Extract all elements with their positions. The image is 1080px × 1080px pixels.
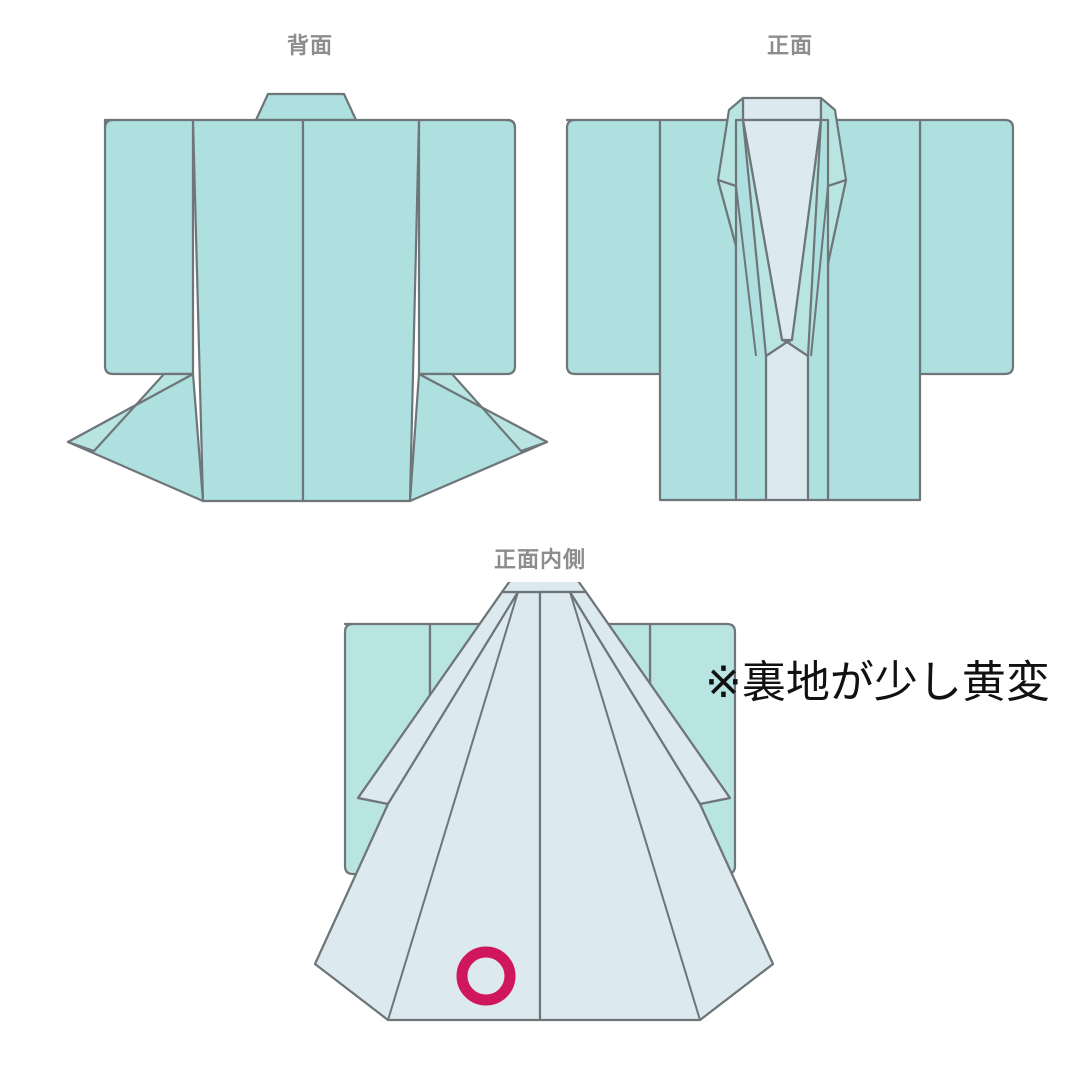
view-back: 背面 [60,36,560,536]
inside-right-panel-fold [569,591,701,1021]
inside-left-sweep-edge [357,591,503,805]
view-front: 正面 [540,36,1040,536]
front-vee-bottom [765,341,809,357]
back-collar [254,92,358,122]
front-left-collar-crease [717,179,737,187]
damage-marker-circle [456,946,516,1006]
back-left-sleeve [103,118,195,376]
view-inside-label: 正面内側 [493,548,586,573]
lining-yellowing-note: ※裏地が少し黄変 [705,657,1050,708]
back-left-skirt-inner [66,372,195,453]
view-back-label: 背面 [286,34,333,59]
view-inside: 正面内側 [290,550,790,1060]
kimono-back-figure [66,92,549,503]
inside-right-sweep-edge [585,591,731,805]
inside-left-hem-bevel [314,963,389,1021]
front-lining-strip [764,340,810,502]
back-body-left-panel [191,118,305,503]
back-right-sleeve [417,118,517,376]
front-right-collar-crease [827,179,847,187]
inside-left-panel-fold [387,591,519,1021]
back-right-sleeve-rounding [506,118,517,129]
front-left-collar-fold [735,185,757,357]
front-right-collar-fold [810,185,829,357]
kimono-inside-figure [313,582,775,1022]
view-front-label: 正面 [766,34,813,59]
inside-right-hem-bevel [699,963,774,1021]
front-lining-neck [741,96,823,122]
inside-right-outer-edge [699,803,774,965]
inside-left-outer-edge [314,803,389,965]
back-left-sleeve-rounding [103,118,114,129]
front-right-sleeve [918,118,1015,376]
kimono-front-figure [565,96,1015,502]
inside-lining-collar [500,582,588,594]
back-right-skirt-inner [417,372,549,453]
front-left-sleeve [565,118,662,376]
back-body-right-panel [301,118,421,503]
